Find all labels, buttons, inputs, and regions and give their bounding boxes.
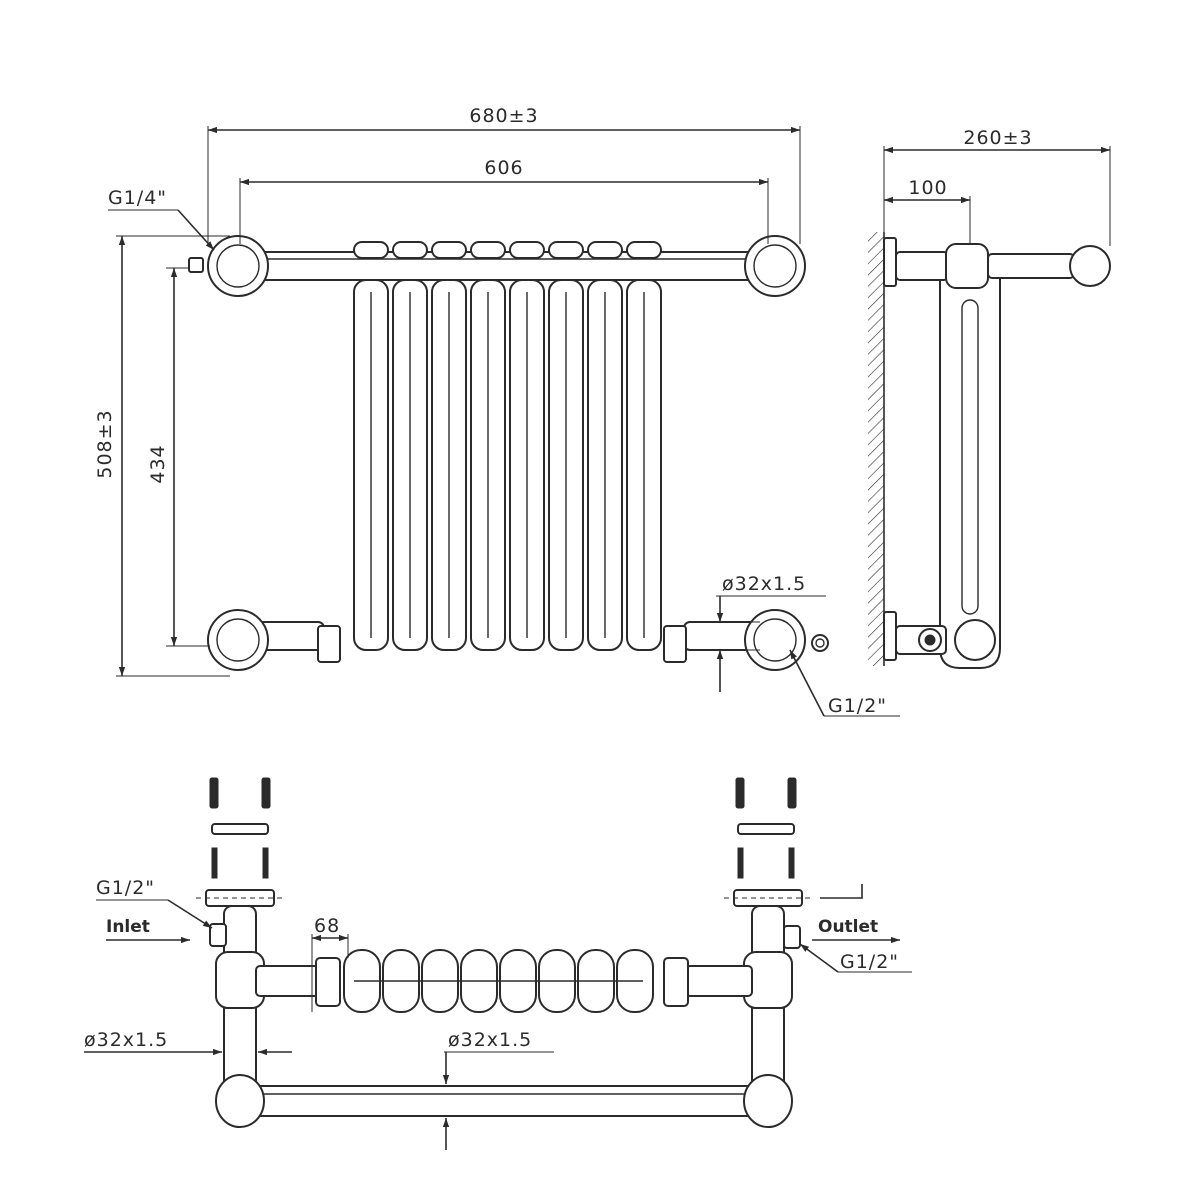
screw-icon	[261, 777, 271, 809]
thermostatic-valve	[663, 625, 687, 663]
leg-pipe-spec-label: ø32x1.5	[84, 1029, 168, 1051]
overall-width-label: 680±3	[469, 105, 538, 127]
ball-end-bottom-left	[207, 609, 269, 671]
plan-valve-right	[663, 957, 689, 1007]
wall-plate	[737, 823, 795, 835]
radiator-column	[470, 241, 506, 651]
depth-label: 260±3	[963, 127, 1032, 149]
bottom-thread-leader	[789, 649, 825, 717]
radiator-column	[392, 241, 428, 651]
centre-height-label: 434	[147, 444, 169, 483]
top-thread-leader	[177, 209, 215, 251]
wall-offset-label: 100	[908, 177, 947, 199]
ball-end-top-left	[207, 235, 269, 297]
side-view: 260±3 100	[868, 127, 1111, 669]
air-vent-plug	[188, 257, 204, 273]
radiator-column	[548, 241, 584, 651]
fixing-set-right	[735, 777, 797, 879]
top-rail	[231, 251, 785, 281]
wall-plug-icon	[211, 847, 218, 879]
wall-plug-icon	[262, 847, 269, 879]
bottom-thread-label: G1/2"	[828, 695, 887, 717]
wall-plug-icon	[788, 847, 795, 879]
front-towel-rail	[249, 1085, 759, 1117]
plan-valve-left	[315, 957, 341, 1007]
radiator-column	[431, 241, 467, 651]
centre-width-label: 606	[484, 157, 523, 179]
rail-end-left	[215, 1074, 265, 1128]
lockshield-valve	[317, 625, 341, 663]
side-column-slot	[961, 299, 979, 615]
wall-hatch	[868, 232, 884, 666]
radiator-column	[626, 241, 662, 651]
fixing-set-left	[209, 777, 271, 879]
side-top-ball-end	[1069, 245, 1111, 287]
front-pipe-spec-label: ø32x1.5	[722, 573, 806, 595]
radiator-column	[587, 241, 623, 651]
wall-plug-icon	[737, 847, 744, 879]
front-view: 680±3 606 G1/4" 508±3 434 ø32x1.5 G1/2"	[94, 105, 900, 717]
pipe-right	[685, 965, 753, 997]
side-bottom-ball-end	[954, 619, 996, 661]
top-thread-label: G1/4"	[108, 187, 167, 209]
side-top-rail	[987, 253, 1075, 279]
overall-height-label: 508±3	[94, 409, 116, 478]
screw-icon	[787, 777, 797, 809]
inlet-label: Inlet	[106, 917, 150, 937]
inlet-thread-label: G1/2"	[96, 877, 155, 899]
rail-end-right	[743, 1074, 793, 1128]
plan-columns	[343, 949, 654, 1013]
side-column-profile	[939, 261, 1001, 669]
drain-plug	[811, 634, 829, 652]
plan-view: G1/2" Inlet Outlet G1/2" 68 ø32x1.5 ø32x…	[84, 777, 912, 1150]
valve-length-label: 68	[314, 915, 340, 937]
wall-plate	[211, 823, 269, 835]
screw-icon	[209, 777, 219, 809]
screw-icon	[735, 777, 745, 809]
radiator-column	[509, 241, 545, 651]
wall-bracket-top	[883, 237, 897, 287]
allen-key-icon	[820, 884, 863, 899]
rail-pipe-spec-label: ø32x1.5	[448, 1029, 532, 1051]
radiator-columns	[353, 241, 662, 651]
ball-end-top-right	[744, 235, 806, 297]
outlet-label: Outlet	[818, 917, 878, 937]
outlet-thread-label: G1/2"	[840, 951, 899, 973]
radiator-column	[353, 241, 389, 651]
wall-bracket-bottom	[883, 611, 897, 661]
